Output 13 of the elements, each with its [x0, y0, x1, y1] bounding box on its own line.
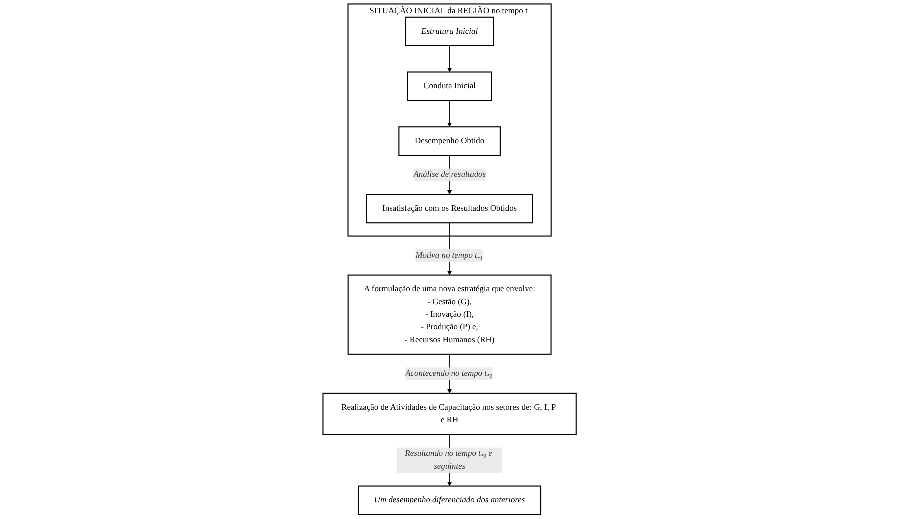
node-box: Conduta Inicial: [408, 72, 492, 102]
node-box: Insatisfação com os Resultados Obtidos: [366, 194, 534, 224]
edge-label: Acontecendo no tempo t₊₂: [406, 369, 493, 378]
arrow: [448, 100, 452, 128]
node-box: Um desempenho diferenciado dos anteriores: [358, 486, 542, 516]
node-box: Estrutura Inicial: [405, 16, 495, 46]
node-box: A formulação de uma nova estratégia que envolve: - Gestão (G), - Inovação (I), - Produção (P) e, - Recursos Humanos (RH): [348, 274, 552, 355]
edge-label: Análise de resultados: [414, 170, 486, 180]
edge-label: Motiva no tempo t₊₁: [416, 251, 484, 260]
node-box: Realização de Atividades de Capacitação nos setores de: G, I, P e RH: [322, 392, 578, 436]
edge-label: Resultando no tempo t₊₃ e seguintes: [405, 449, 492, 471]
node-box: Desempenho Obtido: [398, 126, 502, 156]
arrow: [448, 46, 452, 72]
